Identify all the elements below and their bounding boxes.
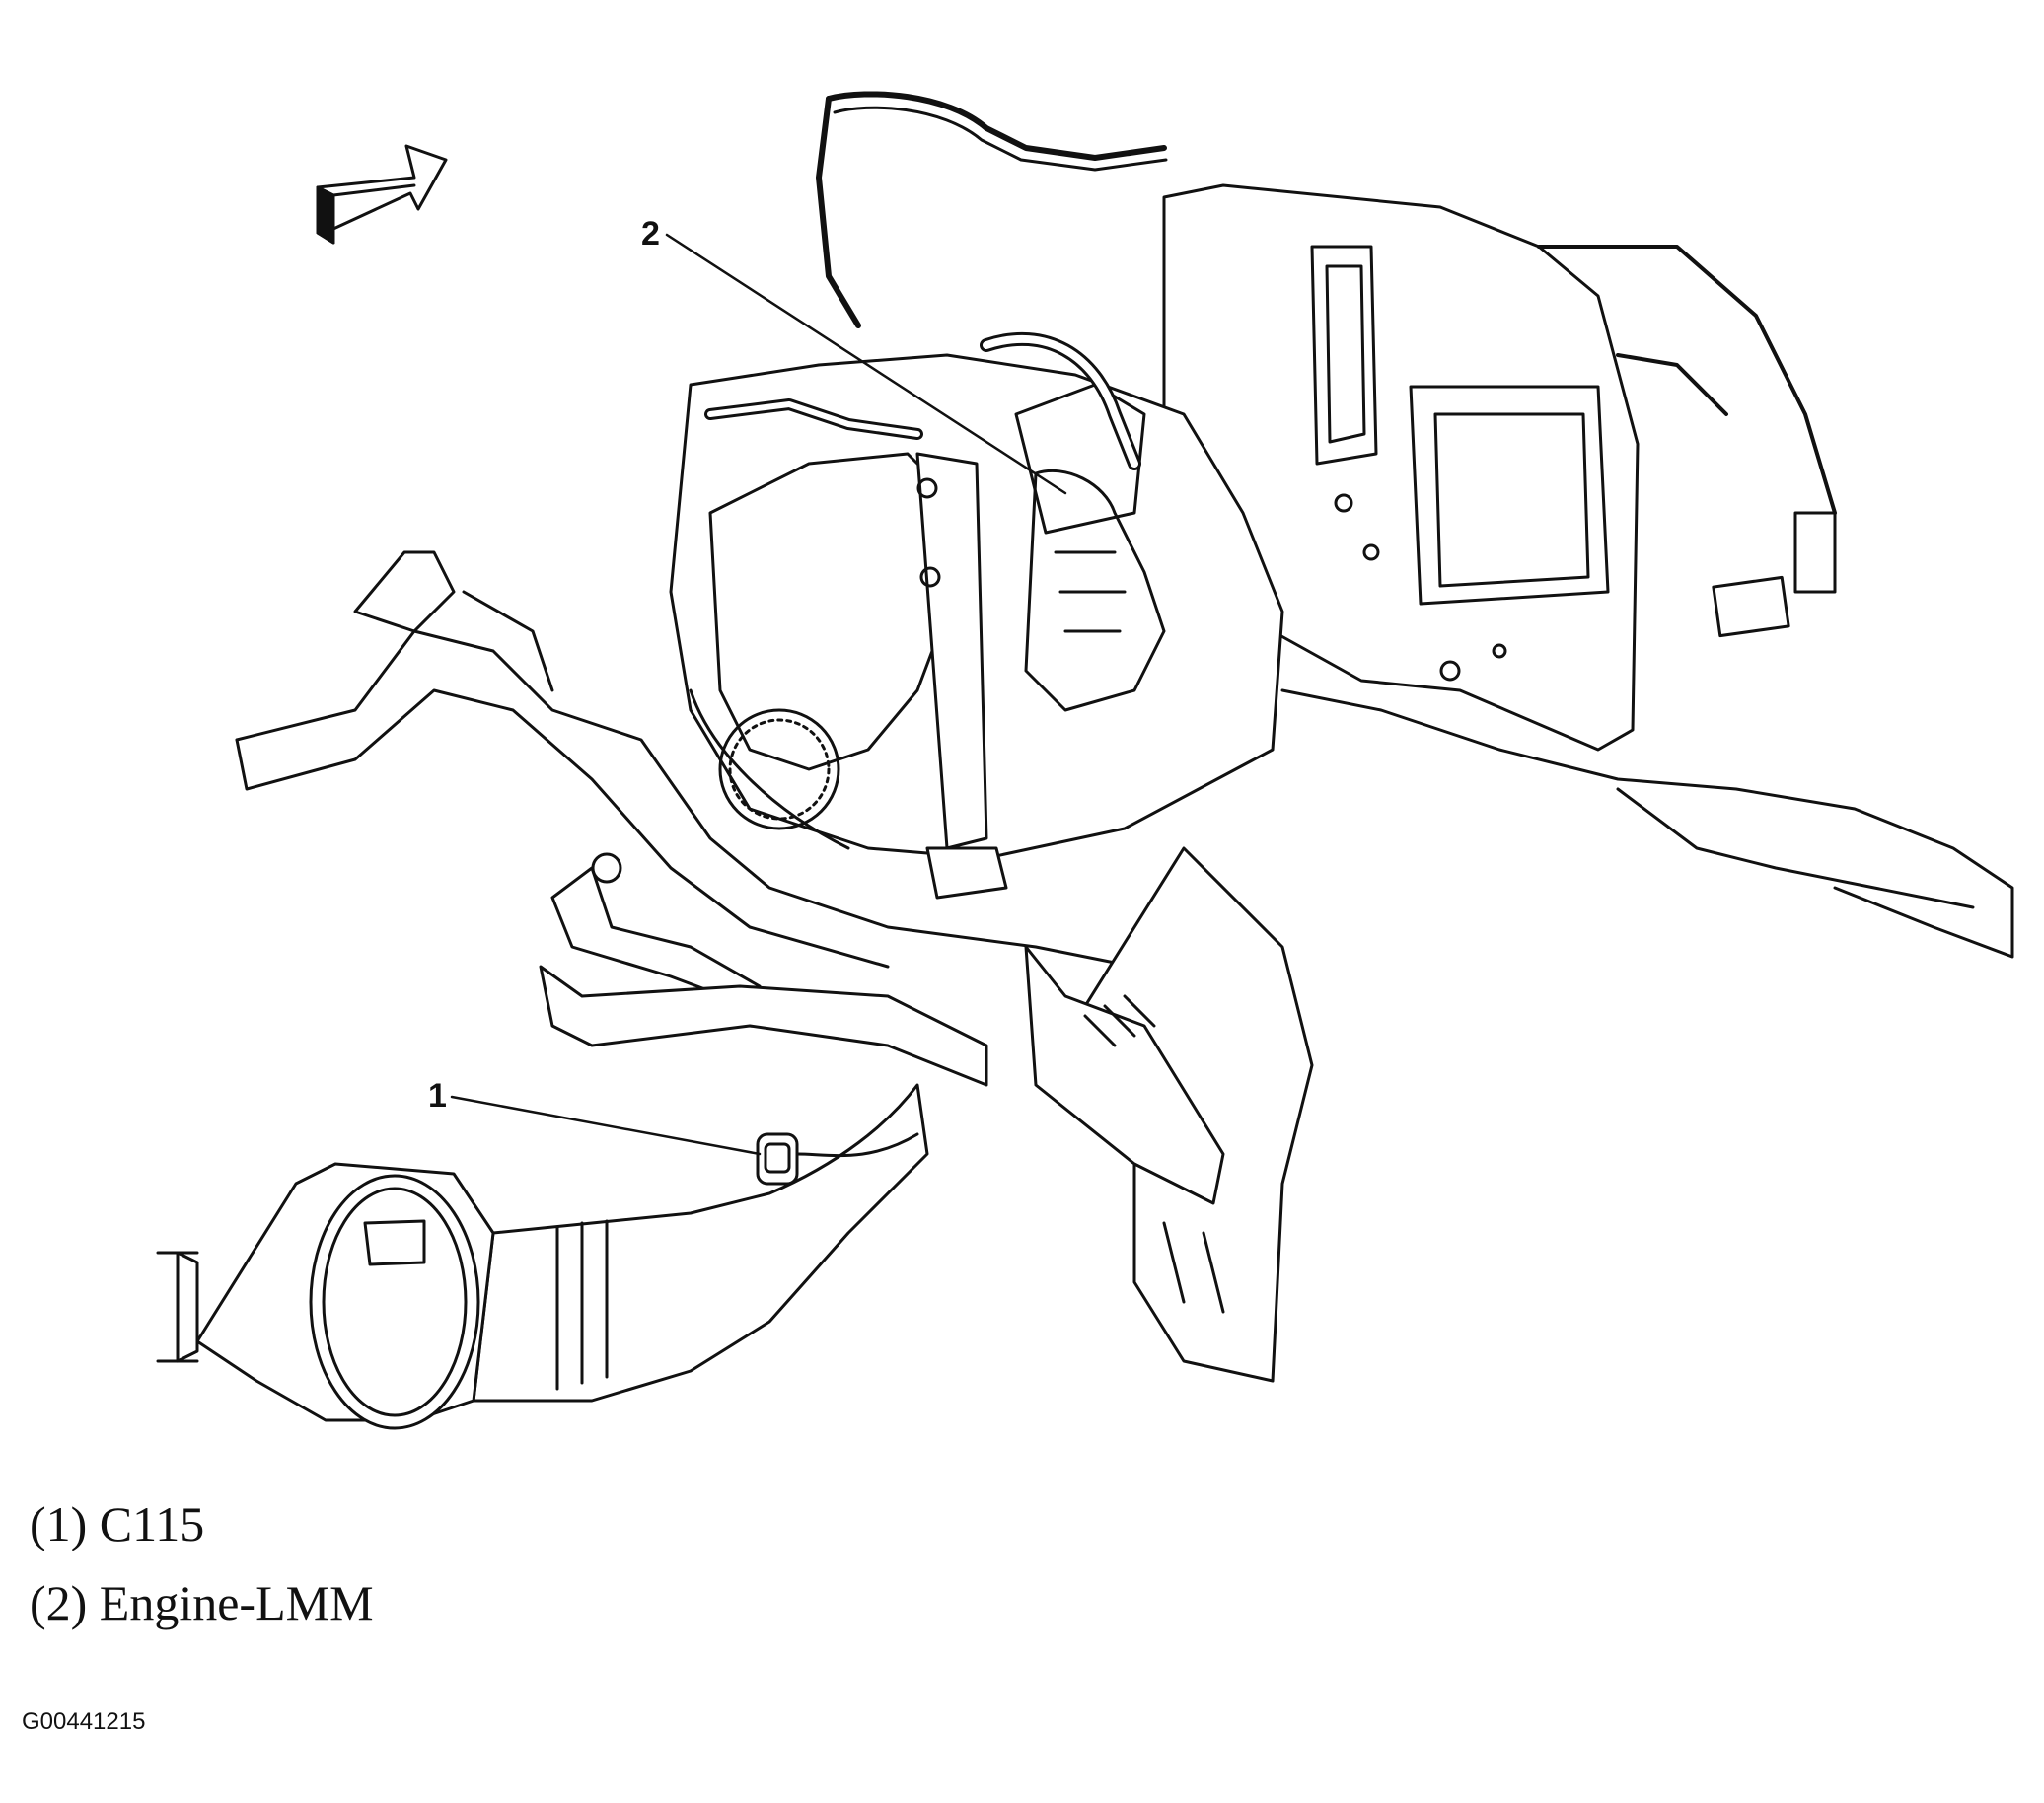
callout-2: 2 <box>641 215 1067 495</box>
legend-item-engine-lmm: (2) Engine-LMM <box>30 1575 374 1630</box>
legend-item-c115: (1) C115 <box>30 1496 205 1551</box>
right-body-structure <box>1024 688 2014 1383</box>
callout-number-1: 1 <box>428 1077 447 1115</box>
front-direction-arrow-icon <box>316 144 448 245</box>
connector-c115 <box>756 1132 919 1186</box>
callout-1: 1 <box>428 1077 762 1156</box>
figure-id: G00441215 <box>22 1708 146 1735</box>
upper-wiring-harness <box>816 91 1837 638</box>
engine-block <box>669 331 1284 900</box>
legend: (1) C115 (2) Engine-LMM <box>30 1484 374 1642</box>
callout-number-2: 2 <box>641 215 660 252</box>
exhaust-catalytic-converter <box>156 1083 929 1430</box>
